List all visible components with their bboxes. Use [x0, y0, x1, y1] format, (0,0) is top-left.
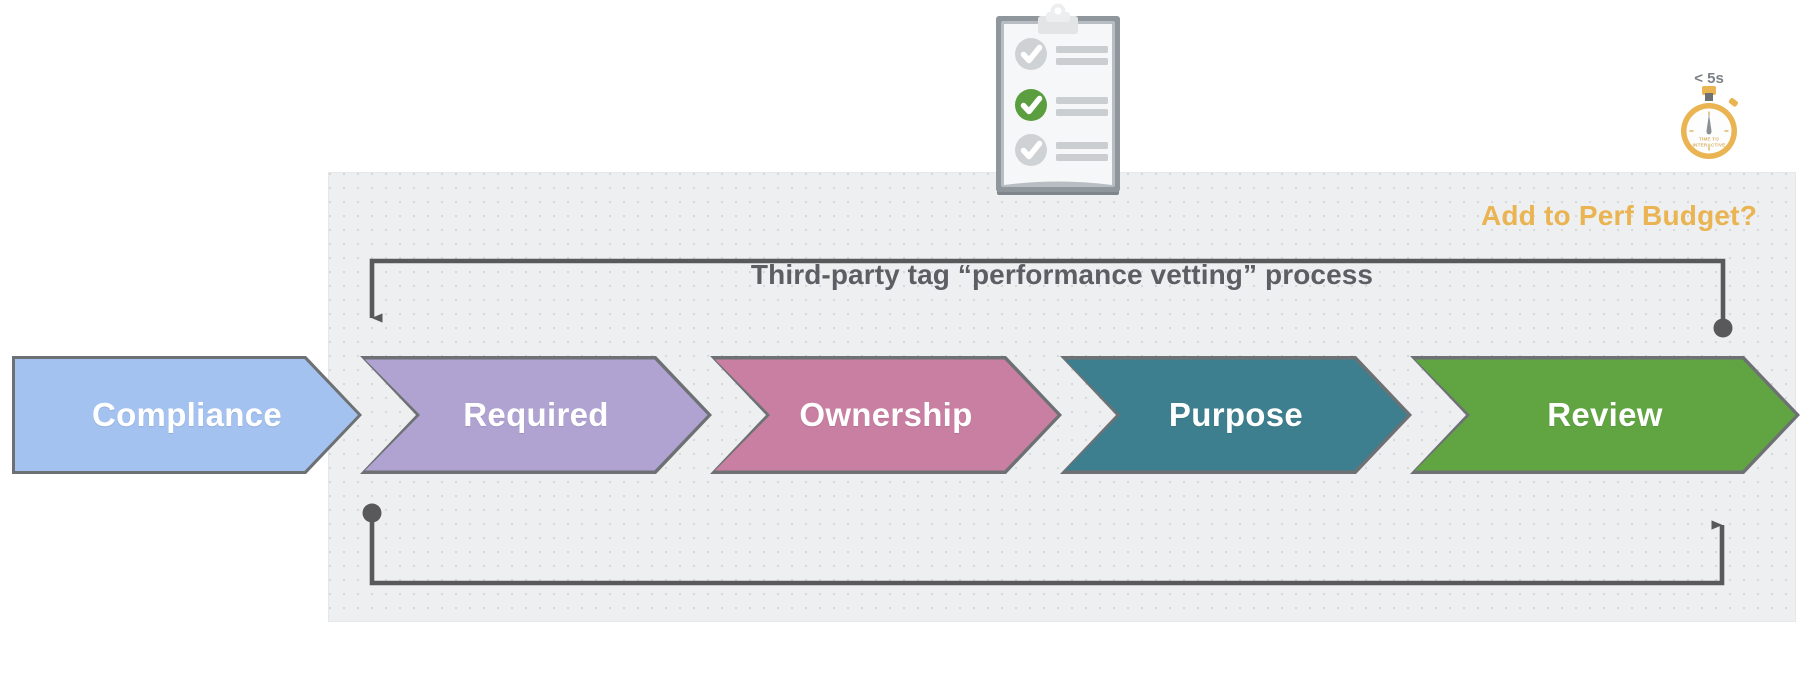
- stage-label: Purpose: [1168, 396, 1304, 433]
- stage-label: Ownership: [799, 396, 973, 433]
- stage-required[interactable]: Required: [360, 356, 712, 474]
- stopwatch-icon: < 5s TIME TO INTERACTIVE: [1681, 70, 1738, 159]
- stage-label: Review: [1547, 396, 1663, 433]
- process-stage-row: Compliance Required Ownership Purpose Re…: [0, 356, 1810, 474]
- stage-label: Required: [463, 396, 609, 433]
- stopwatch-metric-line2: INTERACTIVE: [1693, 143, 1726, 148]
- clipboard-item-1: [1015, 38, 1108, 70]
- stage-fill-shape: [1410, 356, 1800, 474]
- perf-budget-label: Add to Perf Budget?: [1481, 200, 1757, 231]
- stage-review[interactable]: Review: [1410, 356, 1800, 474]
- stage-ownership[interactable]: Ownership: [710, 356, 1062, 474]
- stage-label: Compliance: [91, 396, 283, 433]
- clipboard-item-3: [1015, 134, 1108, 166]
- process-title: Third-party tag “performance vetting” pr…: [750, 259, 1374, 290]
- stopwatch-metric-line1: TIME TO: [1699, 137, 1719, 142]
- stage-fill-shape: [12, 356, 362, 474]
- stage-purpose[interactable]: Purpose: [1060, 356, 1412, 474]
- clipboard-checklist-icon: [996, 3, 1120, 195]
- stage-compliance[interactable]: Compliance: [12, 356, 362, 474]
- stopwatch-threshold-label: < 5s: [1694, 70, 1724, 87]
- clipboard-item-2: [1015, 89, 1108, 121]
